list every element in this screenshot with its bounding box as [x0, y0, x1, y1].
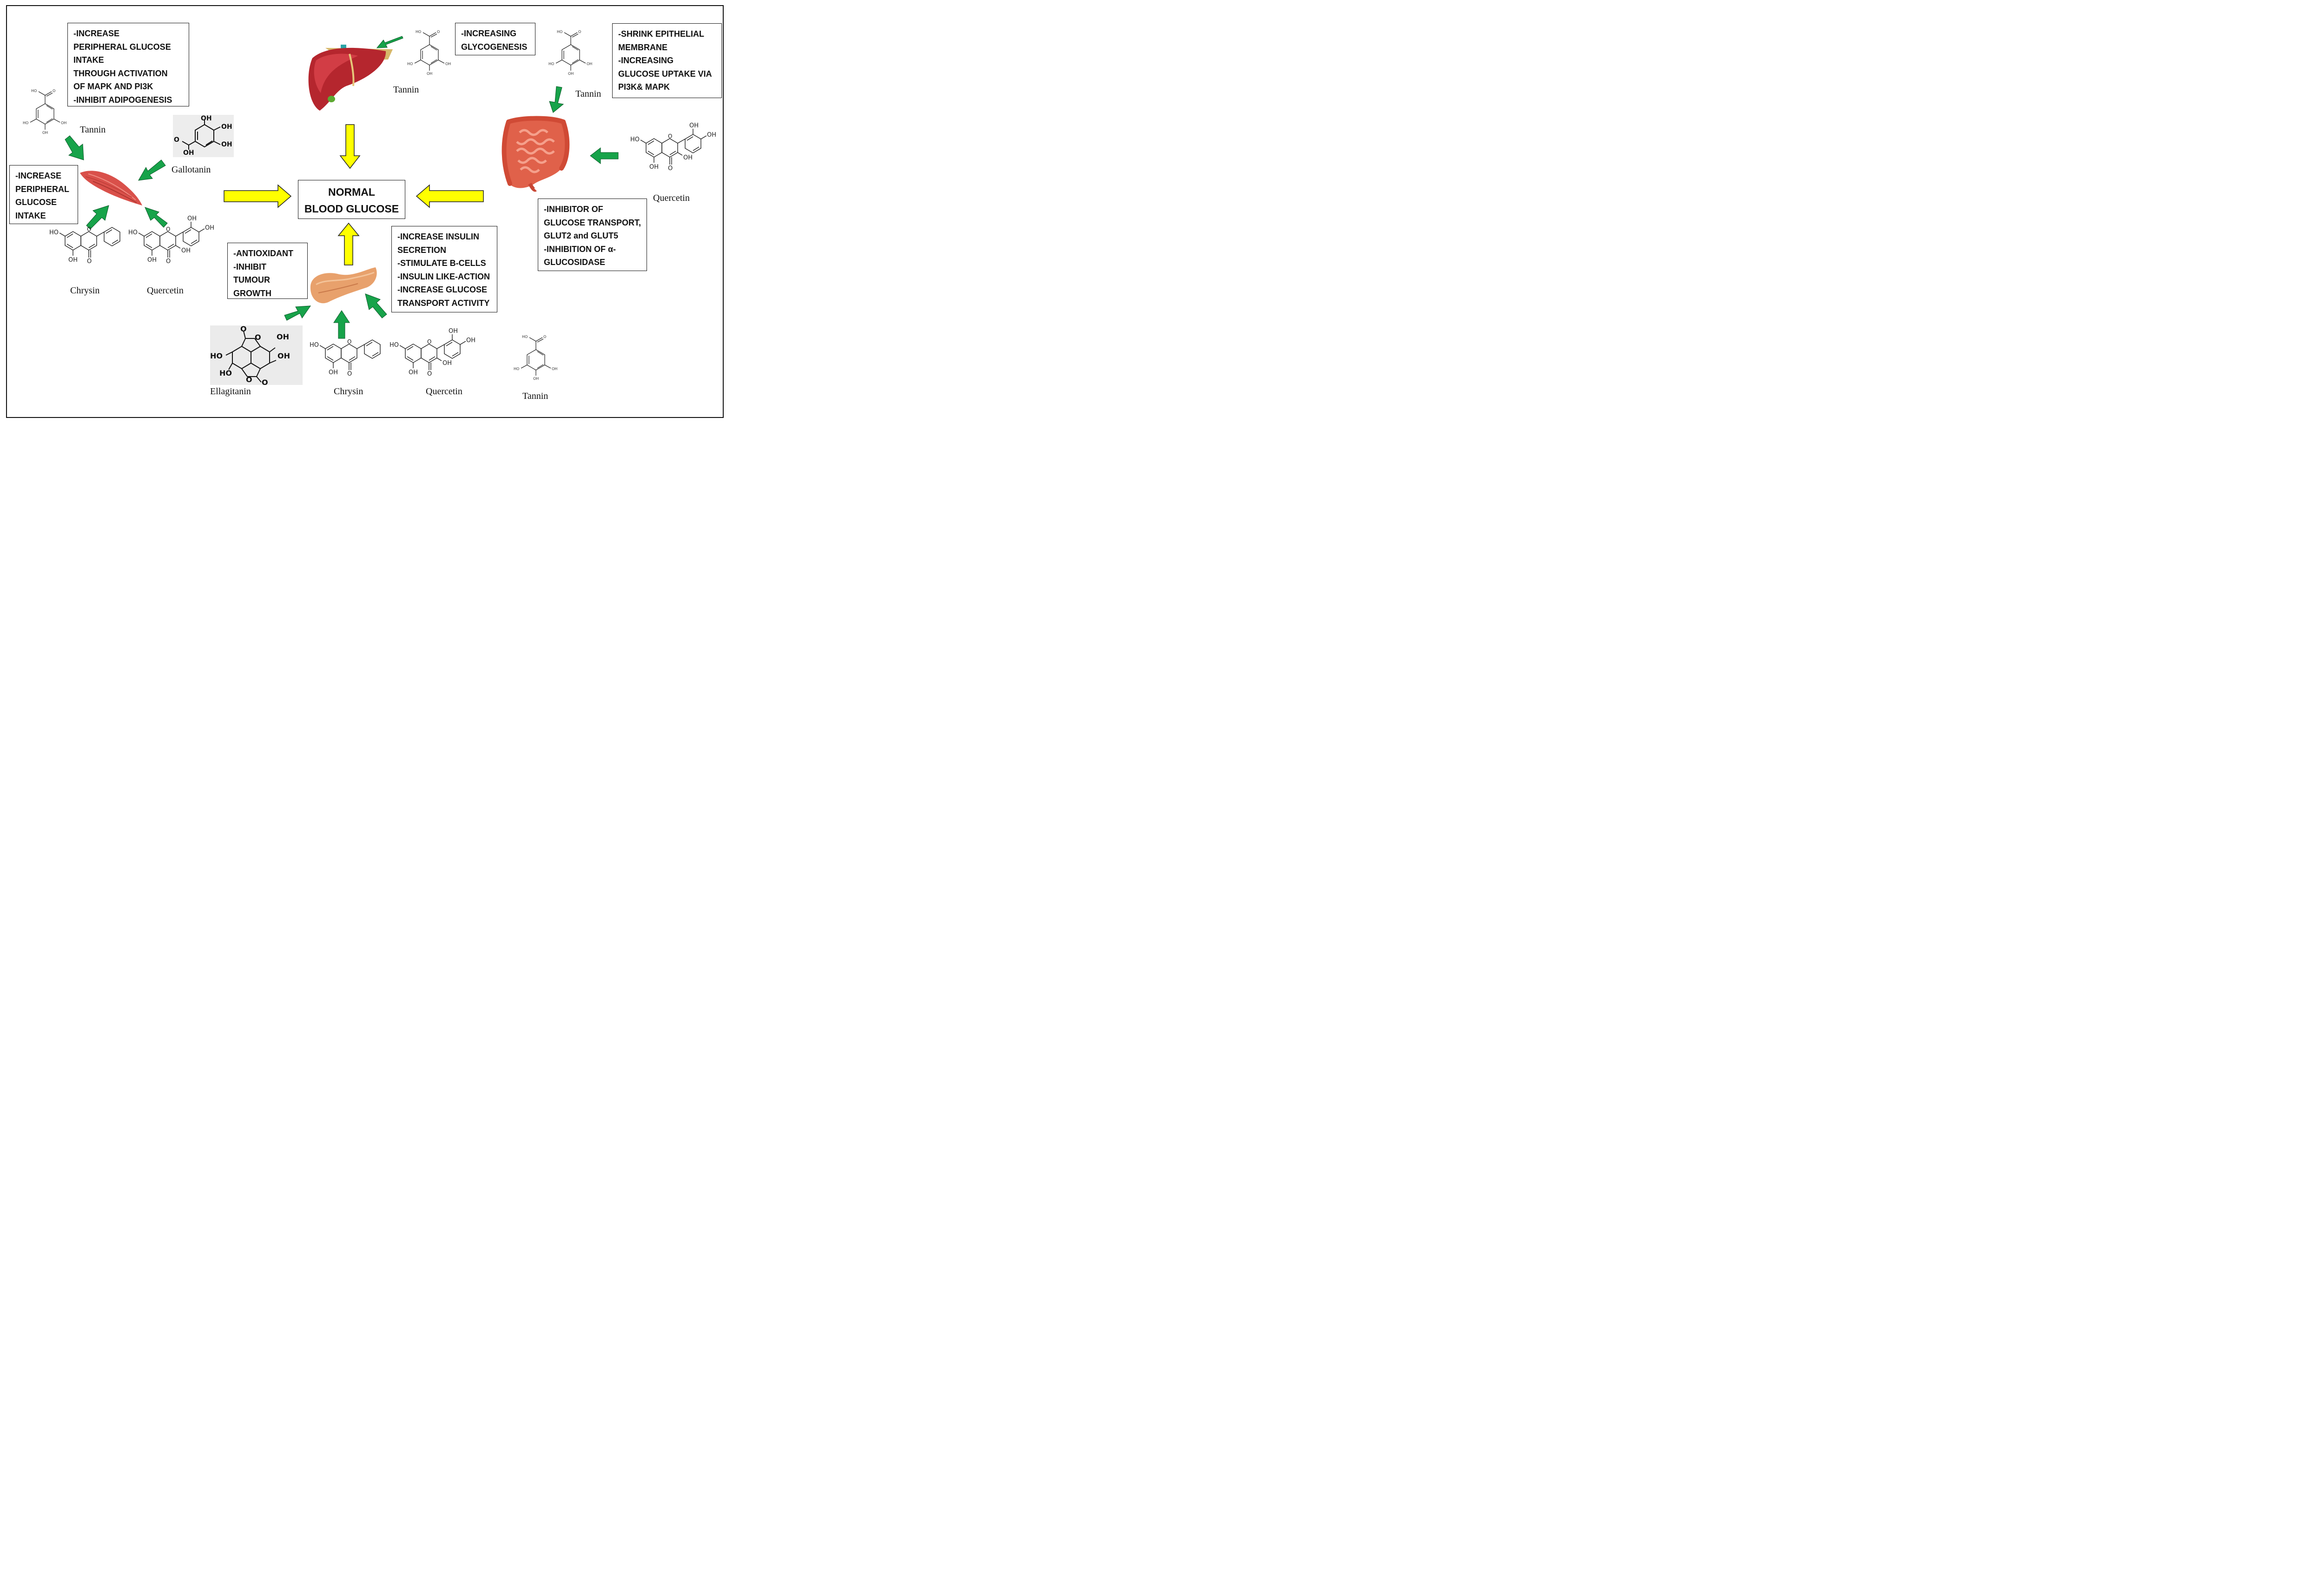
box-line: GLUCOSE UPTAKE VIA: [618, 69, 712, 79]
compound-label-tannin: Tannin: [80, 125, 106, 135]
effect-box-pancreas-left: -ANTIOXIDANT -INHIBIT TUMOUR GROWTH: [227, 243, 308, 299]
svg-text:OH: OH: [201, 115, 212, 122]
yellow-arrow-pancreas: [337, 222, 360, 265]
box-line: -INHIBITION OF α-: [544, 244, 616, 254]
compound-label-ellagitanin: Ellagitanin: [210, 386, 251, 397]
yellow-arrows: [224, 124, 484, 265]
compound-label-quercetin: Quercetin: [147, 285, 184, 296]
effect-box-muscle-side: -INCREASE PERIPHERAL GLUCOSE INTAKE: [9, 165, 78, 224]
svg-text:O: O: [246, 375, 252, 384]
green-arrow-liver: [376, 36, 403, 48]
compound-label-tannin: Tannin: [393, 85, 419, 95]
green-arrow-ellagitanin-pancreas: [284, 305, 311, 321]
green-arrow-gallotanin-muscle: [138, 159, 166, 181]
box-line: GLUCOSIDASE: [544, 258, 606, 267]
green-arrow-chrysin-muscle: [86, 205, 109, 230]
box-line: -INCREASING: [461, 29, 517, 38]
normal-blood-glucose-box: NORMAL BLOOD GLUCOSE: [298, 180, 405, 219]
box-line: GLUT2 and GLUT5: [544, 231, 619, 240]
green-arrow-quercetin-pancreas: [365, 293, 387, 318]
box-line: INTAKE: [15, 211, 46, 220]
box-line: -INSULIN LIKE-ACTION: [397, 272, 490, 281]
gallic-acid-structure-icon: OH OH OH O OH: [173, 115, 234, 157]
box-line: PI3K& MAPK: [618, 82, 670, 92]
intestine-icon: [502, 116, 570, 192]
effect-box-pancreas-right: -INCREASE INSULIN SECRETION -STIMULATE B…: [391, 226, 497, 312]
box-line: -INHIBIT ADIPOGENESIS: [73, 95, 172, 105]
box-line: GROWTH: [233, 288, 271, 298]
effect-box-muscle-top: -INCREASE PERIPHERAL GLUCOSE INTAKE THRO…: [67, 23, 189, 106]
box-line: -INCREASE: [73, 29, 120, 38]
compound-label-chrysin: Chrysin: [334, 386, 363, 397]
compound-label-gallotanin: Gallotanin: [172, 165, 211, 175]
box-line: GLUCOSE TRANSPORT,: [544, 218, 641, 227]
green-arrow-intestine-top: [549, 86, 564, 113]
green-arrows: [65, 36, 619, 339]
yellow-arrow-liver: [339, 124, 361, 169]
svg-text:OH: OH: [183, 149, 194, 157]
box-line: -ANTIOXIDANT: [233, 249, 293, 258]
box-line: OF MAPK AND PI3K: [73, 82, 153, 91]
effect-box-liver: -INCREASING GLYCOGENESIS: [455, 23, 535, 55]
box-line: INTAKE: [73, 55, 104, 65]
svg-text:O: O: [174, 136, 179, 144]
svg-text:O: O: [240, 325, 247, 333]
box-line: PERIPHERAL GLUCOSE: [73, 42, 171, 52]
box-line: PERIPHERAL: [15, 184, 70, 194]
effect-box-intestine-bottom: -INHIBITOR OF GLUCOSE TRANSPORT, GLUT2 a…: [538, 199, 647, 271]
box-line: -INCREASING: [618, 56, 674, 65]
effect-box-intestine-top: -SHRINK EPITHELIAL MEMBRANE -INCREASING …: [612, 23, 722, 98]
box-line: -INCREASE INSULIN: [397, 232, 480, 241]
svg-text:HO: HO: [219, 369, 232, 378]
compound-label-chrysin: Chrysin: [70, 285, 100, 296]
box-line: -INHIBIT: [233, 262, 266, 272]
ellagic-acid-structure-icon: O O OH OH HO HO O O: [210, 325, 303, 387]
box-line: MEMBRANE: [618, 42, 667, 52]
muscle-icon: [80, 171, 142, 205]
green-arrow-quercetin-muscle: [145, 207, 168, 228]
box-line: -INCREASE GLUCOSE: [397, 285, 488, 294]
green-arrow-chrysin-pancreas: [333, 310, 350, 339]
svg-text:O: O: [255, 333, 261, 342]
box-line: -STIMULATE B-CELLS: [397, 258, 486, 268]
green-arrow-quercetin-intestine: [590, 147, 619, 165]
box-line: TUMOUR: [233, 275, 270, 285]
compound-label-tannin: Tannin: [522, 391, 548, 401]
box-line: -SHRINK EPITHELIAL: [618, 29, 705, 39]
svg-text:OH: OH: [221, 141, 232, 148]
svg-text:OH: OH: [277, 332, 289, 341]
svg-text:HO: HO: [210, 351, 223, 360]
compound-label-quercetin: Quercetin: [426, 386, 462, 397]
box-line: GLUCOSE: [15, 198, 57, 207]
diagram-canvas: HO O OH HO OH HO OH O O: [0, 0, 729, 425]
box-line: GLYCOGENESIS: [461, 42, 528, 52]
pancreas-icon: [310, 267, 377, 304]
box-line: -INHIBITOR OF: [544, 205, 603, 214]
compound-label-tannin: Tannin: [575, 89, 601, 99]
box-line: TRANSPORT ACTIVITY: [397, 298, 490, 308]
svg-text:OH: OH: [277, 351, 290, 360]
liver-icon: [308, 45, 393, 111]
green-arrow-tannin-muscle: [65, 135, 84, 160]
compound-label-quercetin: Quercetin: [653, 193, 690, 203]
yellow-arrow-muscle: [224, 184, 292, 208]
svg-text:OH: OH: [221, 123, 232, 131]
box-line: SECRETION: [397, 245, 447, 255]
center-line: BLOOD GLUCOSE: [304, 203, 399, 215]
svg-text:O: O: [262, 378, 268, 387]
box-line: THROUGH ACTIVATION: [73, 68, 168, 78]
center-line: NORMAL: [328, 186, 375, 198]
box-line: -INCREASE: [15, 171, 62, 180]
yellow-arrow-intestine: [416, 184, 484, 208]
